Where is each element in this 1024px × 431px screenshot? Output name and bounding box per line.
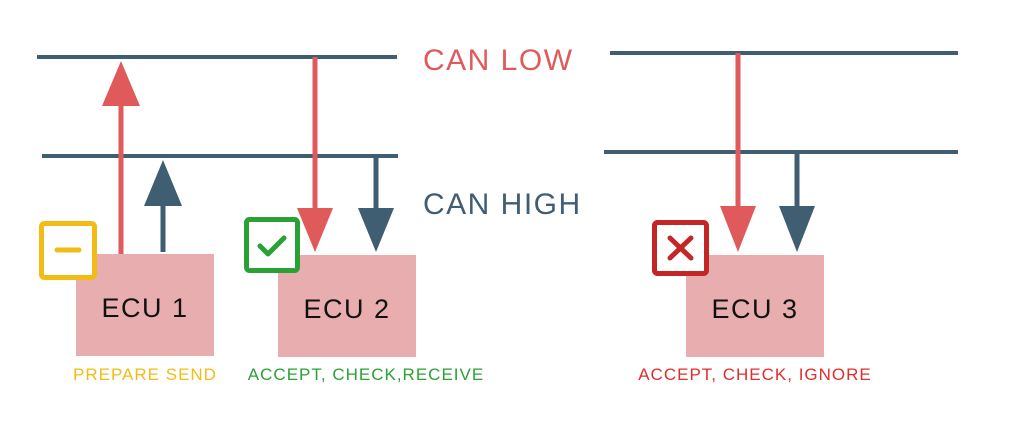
minus-icon — [39, 221, 97, 280]
ecu-3-status-text: ACCEPT, CHECK, IGNORE — [638, 365, 872, 384]
ecu-1-status-text: PREPARE SEND — [73, 365, 217, 384]
ecu-1-high-send-arrow — [144, 160, 182, 252]
ecu-1-label: ECU 1 — [101, 293, 188, 323]
can-high-label: CAN HIGH — [423, 188, 582, 221]
ecu-2-box — [278, 255, 416, 357]
signal-arrows — [102, 53, 815, 254]
ecu-3-box — [686, 255, 824, 357]
bus-lines — [37, 51, 958, 158]
can-low-label: CAN LOW — [423, 44, 574, 77]
check-icon — [244, 217, 300, 273]
ecu-2-high-receive-arrow — [358, 156, 394, 252]
ecu-1-low-send-arrow — [102, 61, 140, 254]
ecu-2: ECU 2 — [278, 255, 416, 357]
ecu-1-box — [76, 254, 214, 356]
ecu-3-label: ECU 3 — [711, 294, 798, 324]
ecu-2-low-receive-arrow — [297, 57, 333, 252]
ecu-3-high-receive-arrow — [779, 152, 815, 252]
ecu-2-status-text: ACCEPT, CHECK,RECEIVE — [248, 365, 484, 384]
ecu-3: ECU 3 — [686, 255, 824, 357]
ecu-2-label: ECU 2 — [303, 294, 390, 324]
ecu-3-low-receive-arrow — [720, 53, 756, 252]
ecu-1: ECU 1 — [76, 254, 214, 356]
cross-icon — [652, 220, 709, 276]
